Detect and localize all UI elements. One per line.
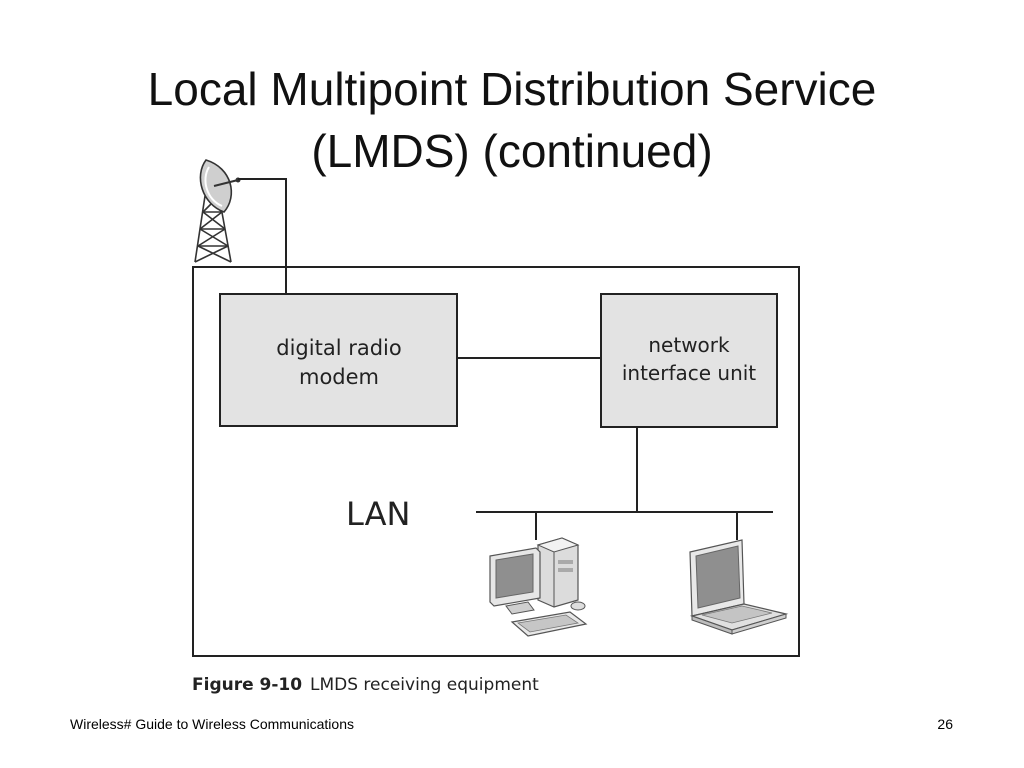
antenna-cable	[238, 178, 287, 294]
satellite-dish-tower-icon	[194, 159, 241, 263]
modem-label-line-1: digital radio	[276, 336, 401, 360]
receiving-site-boundary	[192, 266, 800, 657]
slide-title-line-1: Local Multipoint Distribution Service	[147, 63, 877, 115]
desktop-computer-icon	[489, 537, 588, 637]
page-number: 26	[937, 716, 953, 732]
niu-label-line-2: interface unit	[622, 361, 756, 385]
slide-title: Local Multipoint Distribution Service (L…	[0, 58, 1024, 182]
digital-radio-modem-box: digital radio modem	[219, 293, 458, 427]
network-interface-unit-box: network interface unit	[600, 293, 778, 428]
laptop-computer-icon	[689, 539, 789, 635]
figure-caption-text: LMDS receiving equipment	[310, 675, 539, 695]
modem-label-line-2: modem	[299, 365, 379, 389]
niu-label-line-1: network	[648, 333, 730, 357]
footer-course-title: Wireless# Guide to Wireless Communicatio…	[70, 716, 354, 732]
lan-label: LAN	[346, 495, 410, 533]
slide-title-line-2: (LMDS) (continued)	[311, 125, 713, 177]
figure-caption-number: Figure 9-10	[192, 675, 302, 695]
